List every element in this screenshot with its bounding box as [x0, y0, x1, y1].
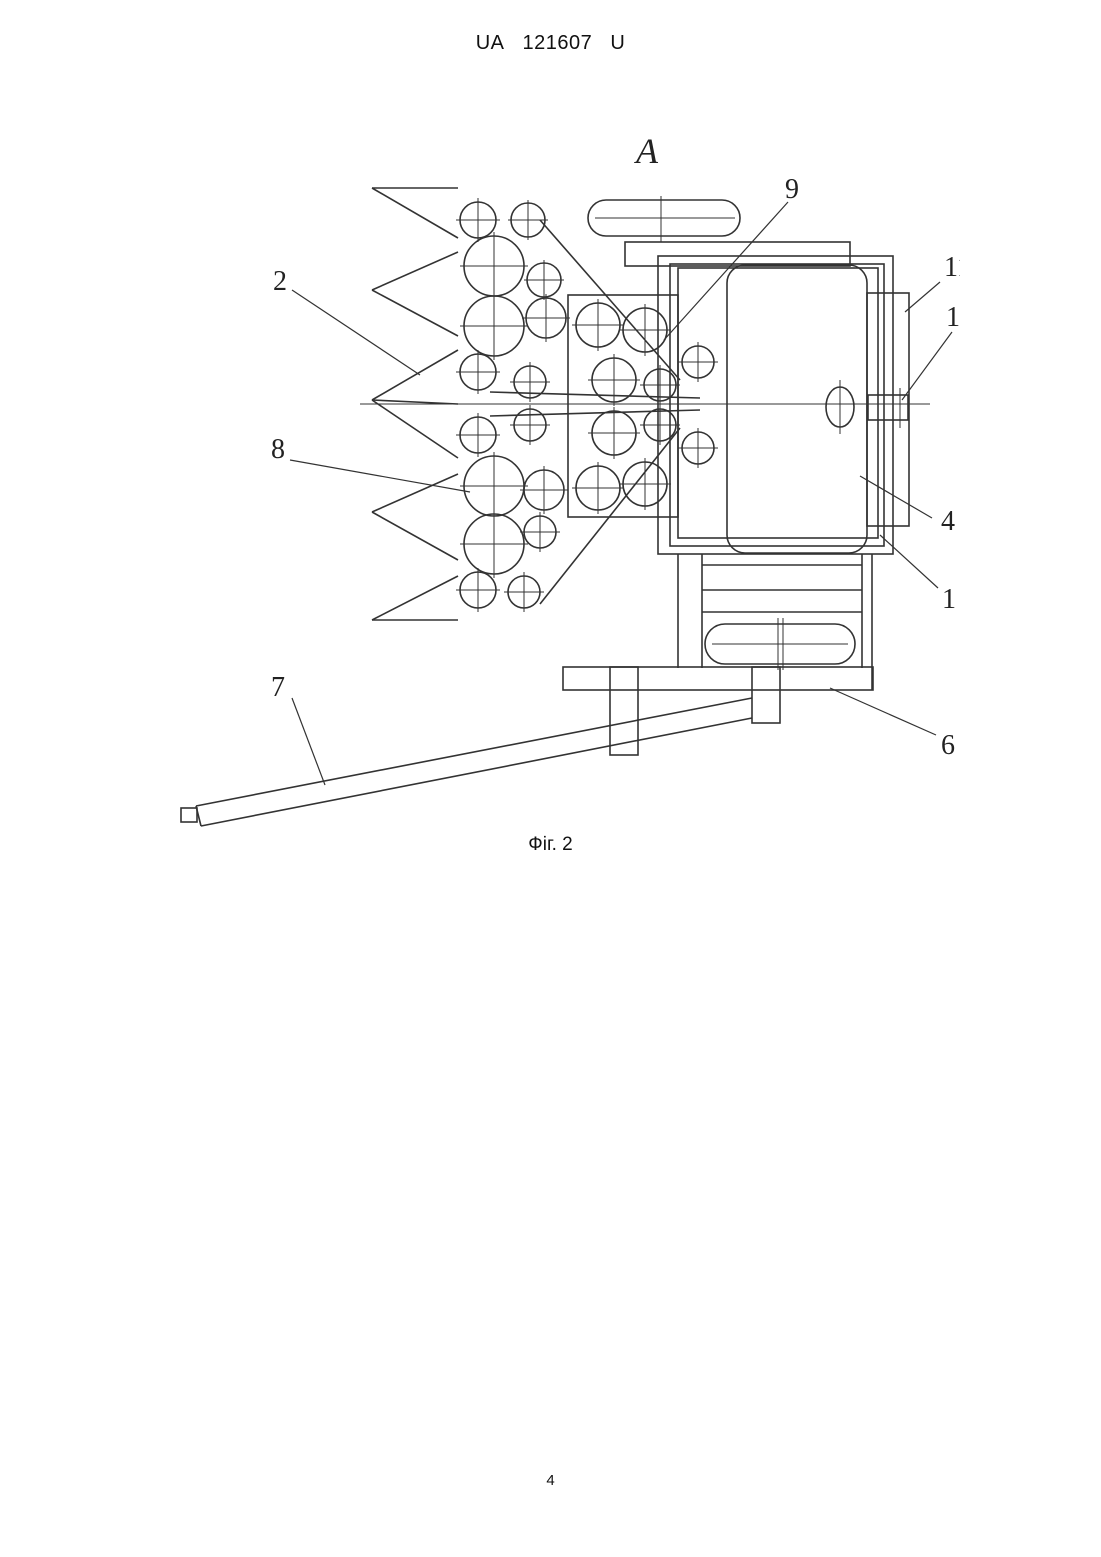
rollers: [460, 202, 714, 608]
patent-header: UA 121607 U: [0, 32, 1101, 55]
ref-label-11: 11: [944, 252, 960, 283]
patent-country: UA: [476, 32, 505, 54]
ref-label-7: 7: [271, 672, 285, 703]
frame: [658, 256, 893, 554]
technical-drawing: A: [160, 120, 960, 840]
hopper: [727, 265, 867, 553]
ref-label-2: 2: [273, 266, 287, 297]
drawbar: [181, 698, 752, 826]
patent-number: 121607: [523, 32, 593, 54]
view-label: A: [634, 131, 659, 171]
patent-kind: U: [610, 32, 625, 54]
ref-label-8: 8: [271, 434, 285, 465]
side-box: [867, 293, 909, 526]
ref-label-6: 6: [941, 730, 955, 761]
page-number: 4: [0, 1472, 1101, 1489]
ref-label-10: 10: [946, 302, 960, 333]
shaft: [868, 395, 908, 420]
ref-label-1: 1: [942, 584, 956, 615]
lower-frame: [678, 554, 872, 690]
figure-caption: Фіг. 2: [0, 834, 1101, 856]
ref-label-9: 9: [785, 174, 799, 205]
leader-lines: [290, 202, 952, 785]
ref-label-4: 4: [941, 506, 955, 537]
